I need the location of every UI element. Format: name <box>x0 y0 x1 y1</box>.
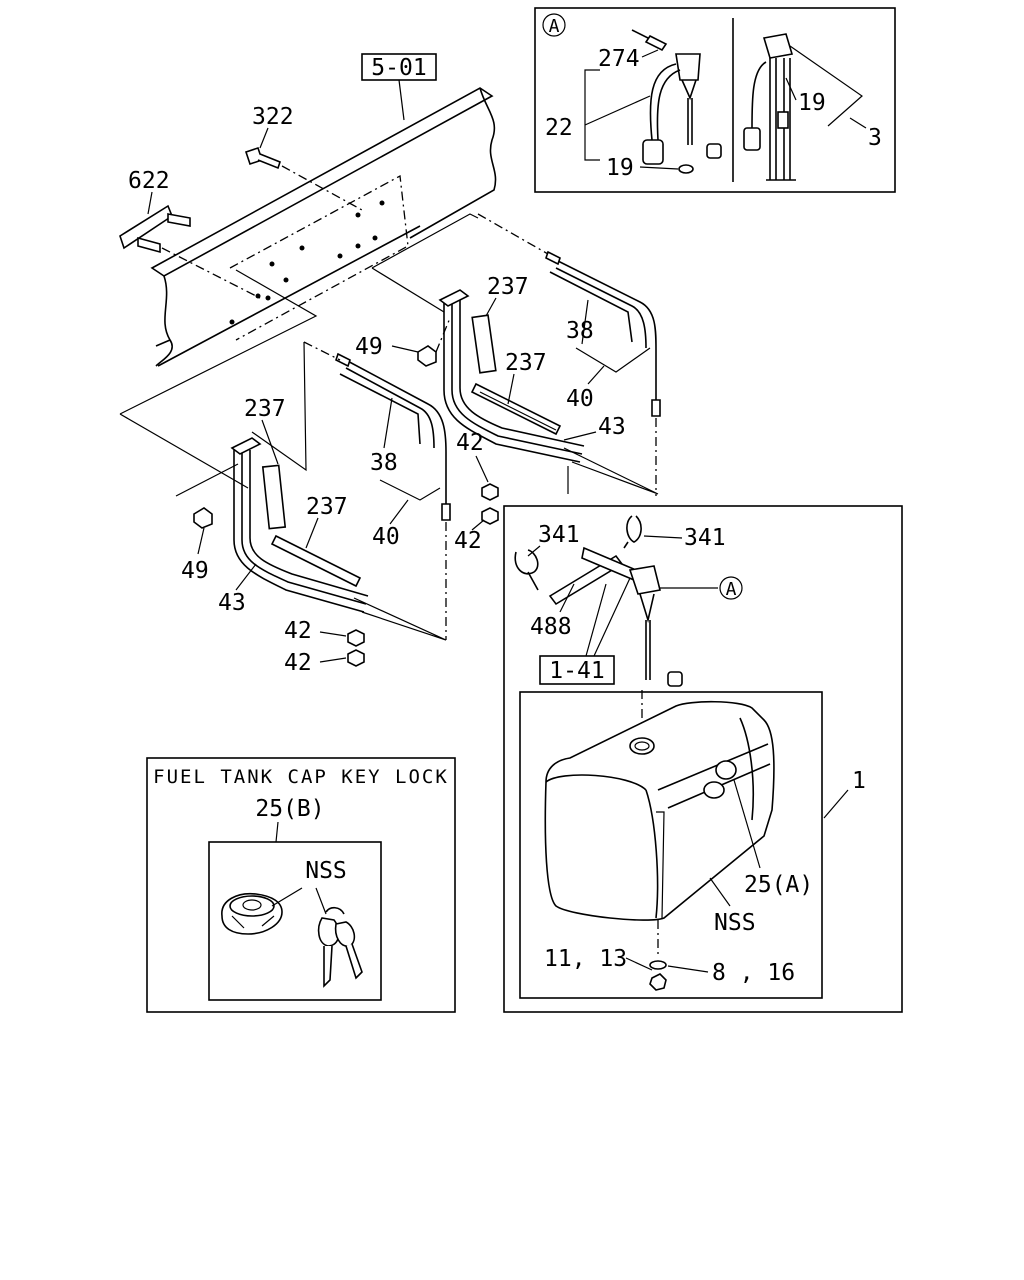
callout-237-left-lower: 237 <box>306 494 348 520</box>
callout-49-upper: 49 <box>355 334 383 360</box>
ref-5-01: 5-01 <box>371 55 426 81</box>
callout-42-middle-upper: 42 <box>456 430 484 456</box>
callout-8-16: 8 , 16 <box>712 960 795 986</box>
keys <box>317 906 363 988</box>
inset-a-marker: A <box>549 16 560 37</box>
key-lock-panel-frame <box>146 757 456 1013</box>
ref-box-1-41 <box>539 655 615 685</box>
fuel-tank-inner-frame <box>519 691 823 999</box>
callout-42-bottom-upper: 42 <box>284 618 312 644</box>
nut-49-upper <box>417 317 451 367</box>
plate-622 <box>119 204 261 299</box>
ref-1-41: 1-41 <box>549 658 604 684</box>
callout-nss-tank: NSS <box>714 910 756 936</box>
callout-49-lower: 49 <box>181 558 209 584</box>
callout-622: 622 <box>128 168 170 194</box>
bracket-assembly-right <box>438 213 661 496</box>
key-lock-panel: FUEL TANK CAP KEY LOCK 25(B) NSS <box>146 757 456 1013</box>
fuel-tank-panel: 341 341 488 A 1-41 <box>503 505 903 1013</box>
callout-40-left: 40 <box>372 524 400 550</box>
callout-43-right: 43 <box>598 414 626 440</box>
inset-a-frame <box>534 7 896 193</box>
callout-38-right: 38 <box>566 318 594 344</box>
callout-19-inset: 19 <box>606 155 634 181</box>
bolt-322 <box>244 146 363 211</box>
callout-237-right-lower: 237 <box>505 350 547 376</box>
callout-19-right: 19 <box>798 90 826 116</box>
callout-40-right: 40 <box>566 386 594 412</box>
callout-3: 3 <box>868 125 882 151</box>
nuts-42-middle <box>481 483 499 525</box>
drain-plug <box>649 973 667 991</box>
sender-unit-right <box>743 33 796 181</box>
callout-237-left-upper: 237 <box>244 396 286 422</box>
callout-274: 274 <box>598 46 640 72</box>
callout-341-left: 341 <box>538 522 580 548</box>
callout-22: 22 <box>545 115 573 141</box>
nuts-42-bottom <box>347 629 365 667</box>
callout-42-middle-lower: 42 <box>454 528 482 554</box>
callout-nss-key: NSS <box>305 858 347 884</box>
inset-a-marker-circle <box>542 13 566 37</box>
fuel-tank-panel-frame <box>503 505 903 1013</box>
callout-322: 322 <box>252 104 294 130</box>
key-lock-inner-frame <box>208 841 382 1001</box>
callout-43-left: 43 <box>218 590 246 616</box>
callout-25a: 25(A) <box>744 872 813 898</box>
fuel-cap-with-lock <box>221 892 283 935</box>
sender-unit-left <box>631 29 722 174</box>
callout-a-circle <box>719 576 743 600</box>
callout-341-right: 341 <box>684 525 726 551</box>
key-lock-title: FUEL TANK CAP KEY LOCK <box>153 766 449 788</box>
callout-11-13: 11, 13 <box>544 946 627 972</box>
frame-holes <box>229 200 385 325</box>
nut-49-lower <box>175 463 239 529</box>
fuel-tank-body <box>544 700 775 921</box>
callout-38-left: 38 <box>370 450 398 476</box>
callout-237-right-upper: 237 <box>487 274 529 300</box>
callout-42-bottom-lower: 42 <box>284 650 312 676</box>
callout-a-marker: A <box>726 579 737 600</box>
key-lock-part: 25(B) <box>255 796 324 822</box>
frame-rail: 5-01 <box>150 53 497 367</box>
bracket-assembly-left <box>230 341 451 641</box>
callout-1: 1 <box>852 768 866 794</box>
washer <box>649 960 667 970</box>
callout-488: 488 <box>530 614 572 640</box>
inset-a-panel: A 274 22 19 <box>534 7 896 193</box>
